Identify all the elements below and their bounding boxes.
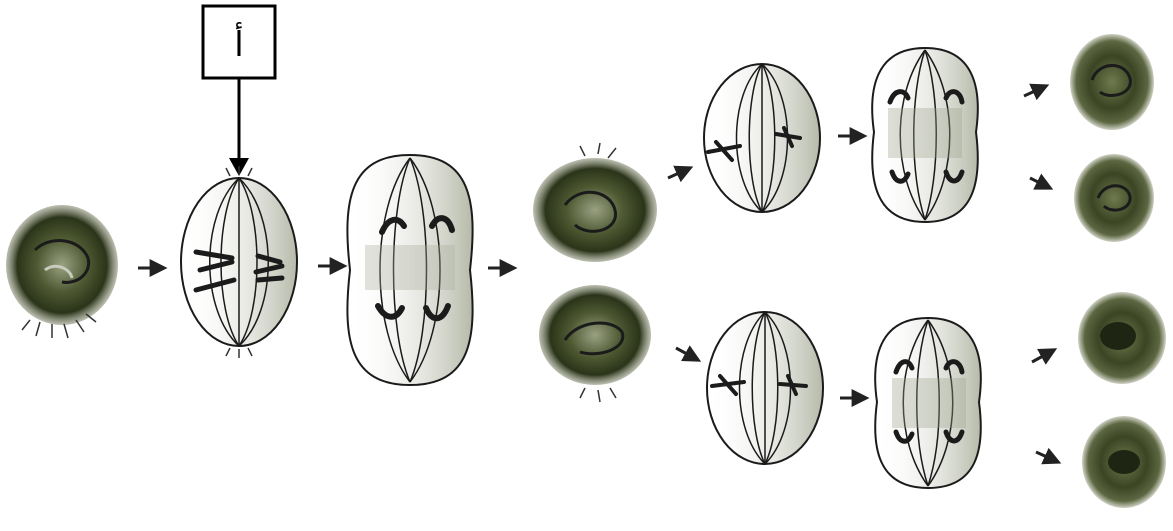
meiosis-1-anaphase [347,155,472,385]
label-text: أ [234,22,243,65]
arrow-6-a [1024,86,1046,96]
early-cell [6,205,118,338]
two-daughter-cells [533,143,657,402]
arrow-4-bottom [676,348,698,360]
gamete-2 [1074,154,1154,242]
meiosis-2-anaphase-top [872,48,978,222]
arrow-4-top [668,168,690,178]
arrow-6-b [1030,178,1050,188]
arrow-6-c [1032,350,1054,362]
meiosis-2-anaphase-bottom [875,318,981,488]
gamete-3 [1078,292,1166,384]
arrow-6-d [1036,452,1058,462]
meiosis-2-metaphase-top [704,64,820,212]
meiosis-1-metaphase [181,166,297,358]
gamete-4 [1082,416,1166,508]
gamete-1 [1070,34,1154,130]
meiosis-2-metaphase-bottom [707,312,823,464]
label-callout: أ [203,6,275,176]
